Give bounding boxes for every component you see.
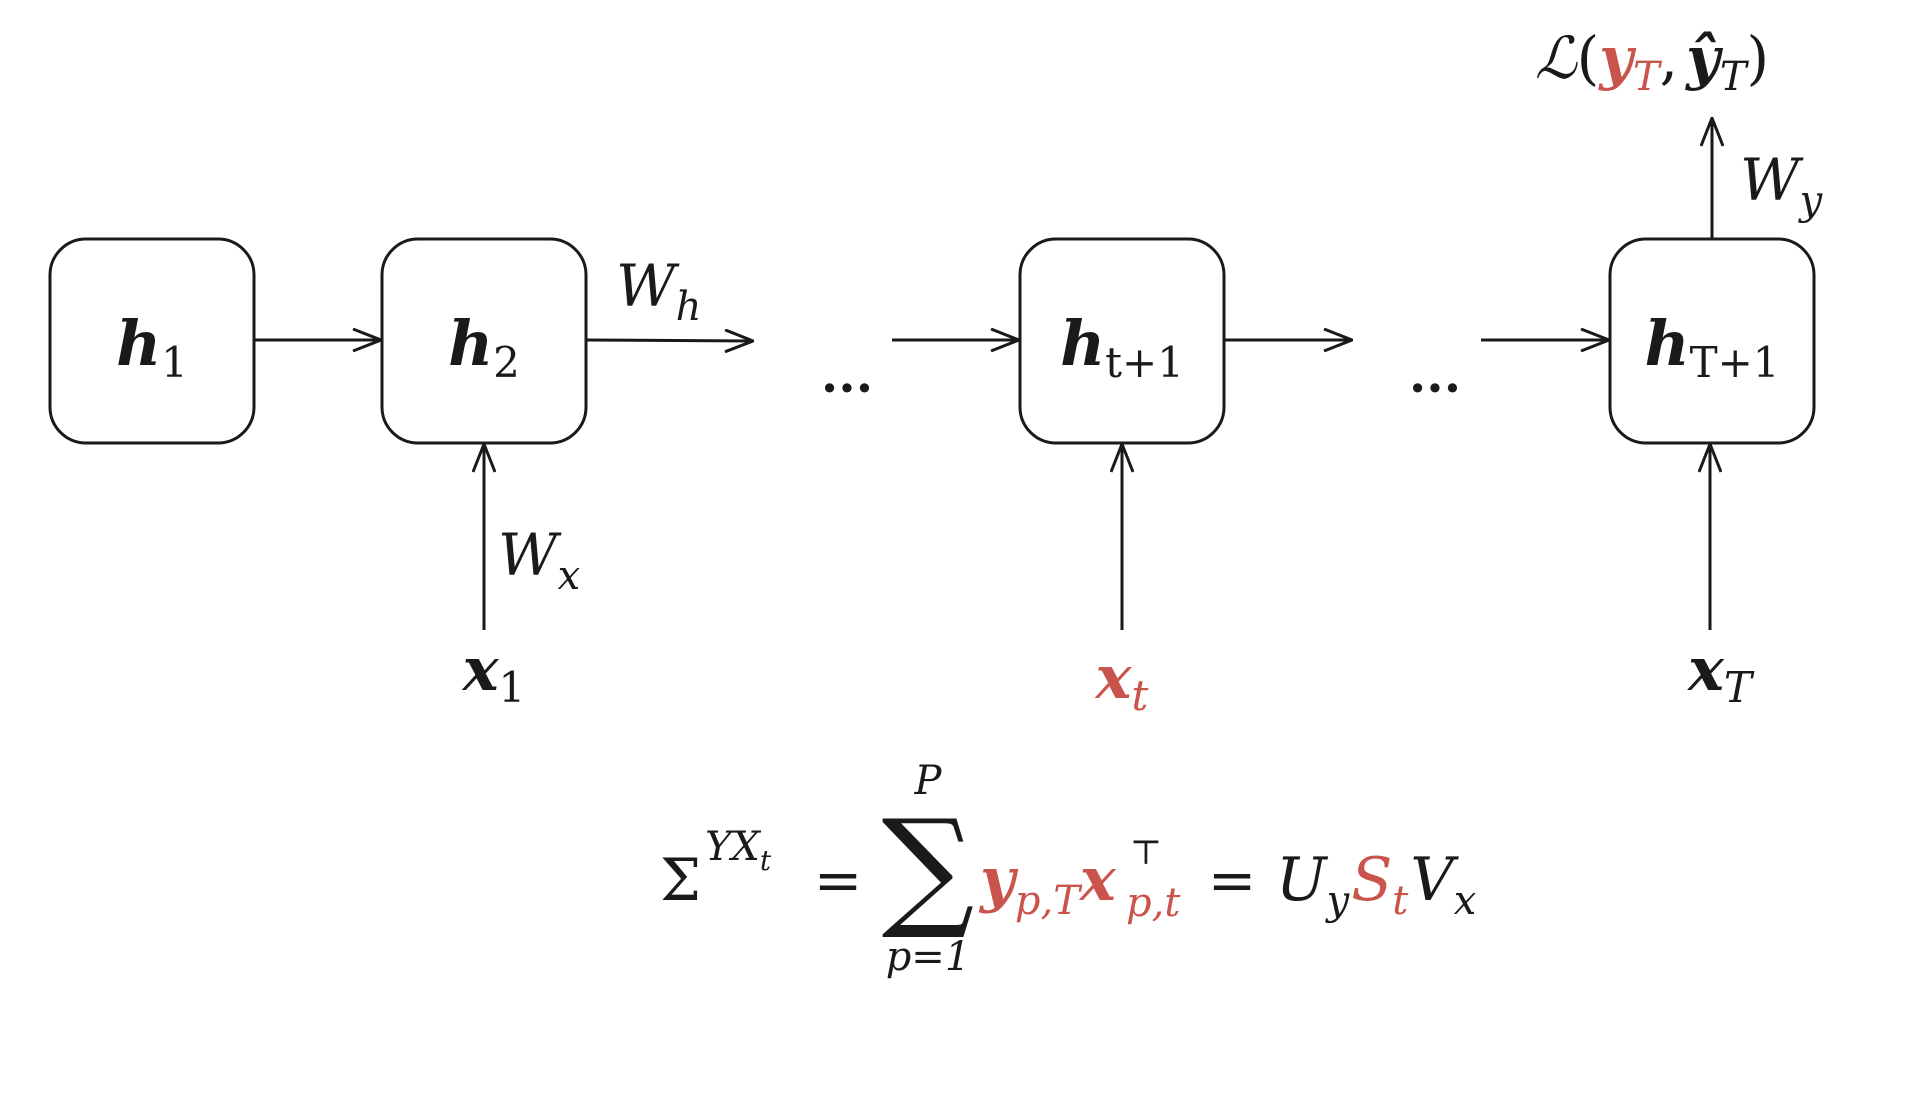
svg-text:hT+1: hT+1 bbox=[1644, 307, 1779, 387]
svg-text:UyStVx: UyStVx bbox=[1276, 845, 1476, 924]
input-xT-base: x bbox=[1686, 635, 1725, 705]
ellipsis-1: ... bbox=[821, 345, 873, 404]
loss-expression: ℒ(yT,ŷT) bbox=[1535, 24, 1769, 100]
weight-Wh-base: W bbox=[616, 252, 680, 320]
svg-text:h2: h2 bbox=[448, 307, 520, 387]
eq-equals-1: = bbox=[814, 846, 863, 914]
eq-sum-upper: P bbox=[914, 758, 943, 804]
loss-symbol: ℒ bbox=[1535, 24, 1578, 92]
input-xT: xT bbox=[1686, 635, 1755, 712]
eq-x-sup: ⊤ bbox=[1130, 833, 1162, 873]
eq-sigma: Σ bbox=[660, 846, 701, 914]
node-ht1: ht+1 bbox=[1018, 237, 1226, 445]
input-x1-base: x bbox=[461, 635, 500, 705]
weight-Wh: Wh bbox=[616, 252, 701, 330]
node-h2-sub: 2 bbox=[493, 338, 520, 387]
node-h1: h1 bbox=[48, 237, 256, 445]
input-xt-sub: t bbox=[1131, 671, 1148, 720]
weight-Wy-sub: y bbox=[1798, 178, 1824, 224]
eq-x-sub: p,t bbox=[1126, 880, 1181, 926]
input-xT-sub: T bbox=[1724, 663, 1755, 712]
eq-sum-lower: p=1 bbox=[886, 934, 971, 980]
node-ht1-base: h bbox=[1060, 307, 1105, 380]
eq-y-sub: p,T bbox=[1015, 878, 1083, 924]
node-hT1-sub: T+1 bbox=[1690, 338, 1780, 387]
weight-Wx: Wx bbox=[498, 521, 580, 599]
node-hT1: hT+1 bbox=[1608, 237, 1816, 445]
loss-open: ( bbox=[1577, 24, 1600, 92]
weight-Wy-base: W bbox=[1740, 146, 1804, 214]
eq-y: y bbox=[978, 845, 1019, 915]
loss-y-sub: T bbox=[1633, 54, 1663, 100]
eq-U-sub: y bbox=[1325, 878, 1351, 924]
node-h1-base: h bbox=[116, 307, 161, 380]
loss-comma: , bbox=[1660, 24, 1678, 92]
input-x1: x1 bbox=[461, 635, 526, 712]
eq-V-sub: x bbox=[1454, 878, 1477, 924]
weight-Wh-sub: h bbox=[676, 284, 702, 330]
input-xt: xt bbox=[1094, 643, 1149, 720]
svg-text:h1: h1 bbox=[116, 307, 188, 387]
node-h1-sub: 1 bbox=[161, 338, 188, 387]
svg-text:ht+1: ht+1 bbox=[1060, 307, 1184, 387]
eq-sum-lower-text: p=1 bbox=[886, 934, 971, 980]
weight-Wx-sub: x bbox=[558, 553, 581, 599]
node-h2-base: h bbox=[448, 307, 493, 380]
input-x1-sub: 1 bbox=[499, 663, 526, 712]
ellipsis-2: ... bbox=[1409, 345, 1461, 404]
eq-equals-2: = bbox=[1208, 846, 1257, 914]
loss-yhat: ŷ bbox=[1684, 24, 1724, 92]
eq-x: x bbox=[1078, 845, 1117, 915]
input-xt-base: x bbox=[1094, 643, 1133, 713]
node-ht1-sub: t+1 bbox=[1105, 338, 1184, 387]
eq-V: V bbox=[1410, 845, 1459, 915]
eq-sigma-sup: YX bbox=[705, 824, 761, 870]
weight-Wy: Wy bbox=[1740, 146, 1824, 224]
loss-yhat-sub: T bbox=[1720, 54, 1750, 100]
loss-close: ) bbox=[1747, 24, 1770, 92]
node-hT1-base: h bbox=[1644, 307, 1689, 380]
eq-S: S bbox=[1351, 845, 1392, 915]
eq-S-sub: t bbox=[1392, 878, 1409, 924]
loss-y: y bbox=[1597, 24, 1637, 92]
eq-U: U bbox=[1276, 845, 1329, 915]
eq-sigma-sup-sub: t bbox=[760, 844, 772, 877]
svg-text:yp,Tx: yp,Tx bbox=[978, 845, 1117, 924]
node-h2: h2 bbox=[380, 237, 588, 445]
weight-Wx-base: W bbox=[498, 521, 562, 589]
eq-sum-symbol: ∑ bbox=[882, 791, 975, 943]
arrow-h2-out bbox=[585, 340, 753, 341]
